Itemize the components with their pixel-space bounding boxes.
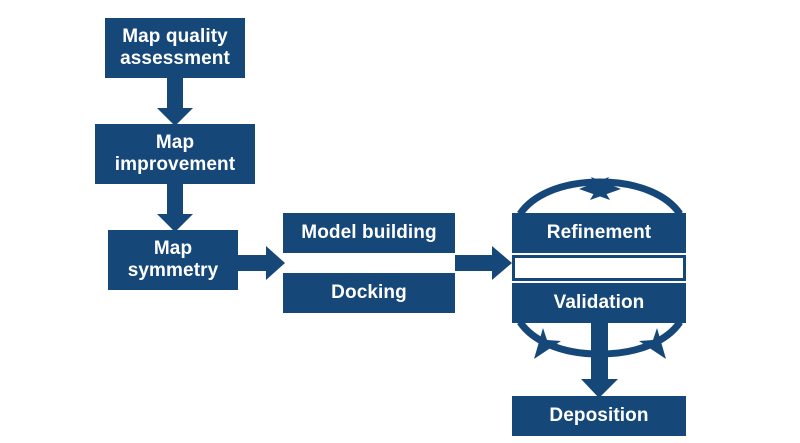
node-label-deposition: Deposition bbox=[549, 405, 649, 427]
connector-refinement-validation-loop-bottom bbox=[517, 319, 683, 359]
node-map-symmetry[interactable]: Map symmetry bbox=[108, 230, 238, 290]
node-map-quality-assessment[interactable]: Map quality assessment bbox=[105, 18, 245, 78]
node-label-map-quality-assessment: Map quality assessment bbox=[120, 26, 230, 69]
connector-improvement-to-symmetry bbox=[157, 184, 193, 232]
connector-modelling-to-refinement bbox=[455, 246, 512, 280]
node-refinement[interactable]: Refinement bbox=[512, 213, 686, 253]
connector-assessment-to-improvement bbox=[157, 78, 193, 126]
node-deposition[interactable]: Deposition bbox=[512, 396, 686, 436]
node-cycle-spacer bbox=[512, 255, 686, 281]
node-label-refinement: Refinement bbox=[546, 222, 652, 244]
connector-refinement-validation-loop-top bbox=[517, 177, 683, 217]
node-label-model-building: Model building bbox=[301, 222, 437, 244]
node-map-improvement[interactable]: Map improvement bbox=[95, 124, 255, 184]
node-model-building[interactable]: Model building bbox=[283, 213, 455, 253]
node-docking[interactable]: Docking bbox=[283, 273, 455, 313]
node-label-validation: Validation bbox=[553, 292, 645, 314]
node-label-docking: Docking bbox=[331, 282, 407, 304]
connector-symmetry-to-modelling bbox=[238, 246, 285, 280]
connector-cycle-to-deposition bbox=[581, 323, 618, 398]
node-label-map-symmetry: Map symmetry bbox=[127, 238, 219, 281]
node-validation[interactable]: Validation bbox=[512, 283, 686, 323]
node-label-map-improvement: Map improvement bbox=[114, 132, 236, 175]
